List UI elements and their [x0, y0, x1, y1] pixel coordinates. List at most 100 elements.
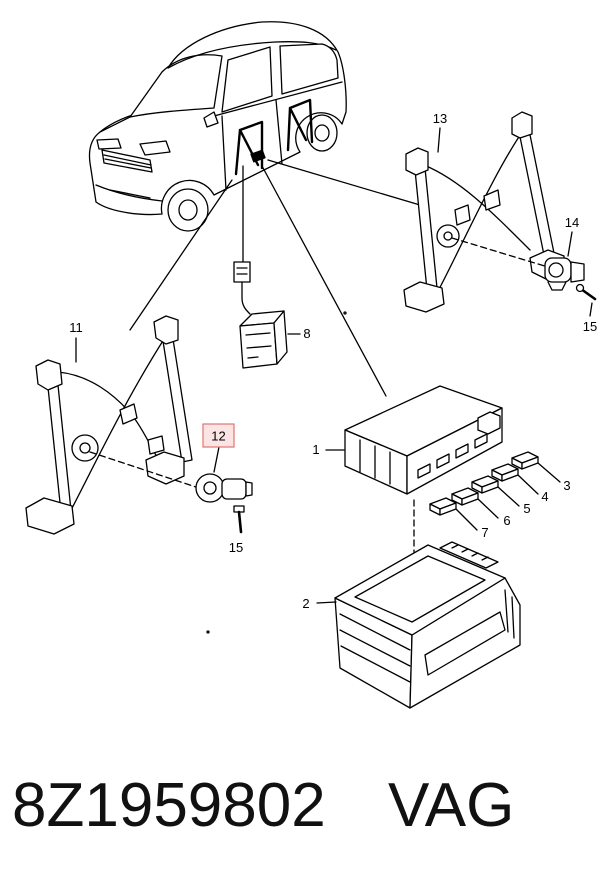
left-regulator-cable-b [69, 335, 167, 513]
callout-13: 13 [433, 111, 447, 126]
bolt-15-left-shaft [237, 510, 243, 534]
control-unit-socket-b [436, 453, 450, 469]
module-8-front-face [239, 322, 278, 369]
motor-14-plug [547, 281, 567, 291]
stray-dot-a [206, 630, 210, 634]
plug-4 [491, 463, 519, 482]
callout-8: 8 [303, 326, 310, 341]
module-8 [233, 261, 301, 369]
housing-2 [316, 541, 521, 709]
leader-car-to-control-unit [261, 165, 387, 397]
left-regulator-bracket-bottom-left [25, 497, 75, 535]
housing-inner-opening [354, 555, 486, 623]
plug-7 [429, 497, 457, 516]
callout-6: 6 [503, 513, 510, 528]
motor-12-cylinder [245, 481, 253, 497]
car-front-wheel-hub [178, 199, 198, 221]
callout-4: 4 [541, 489, 548, 504]
left-regulator-bracket-top-right [153, 315, 179, 345]
leader-7 [455, 508, 478, 531]
right-regulator-carriage-b [483, 189, 501, 211]
right-regulator-rail-right [516, 119, 556, 261]
stray-dot-b [343, 311, 347, 315]
callout-15-left: 15 [229, 540, 243, 555]
car-mirror [203, 111, 219, 128]
motor-14-cylinder [570, 261, 585, 283]
right-regulator-motor-axis [451, 237, 549, 268]
car-headlight-right [139, 140, 171, 156]
leader-4 [517, 474, 539, 495]
leader-3 [537, 462, 561, 483]
motor-14-gear [548, 262, 564, 278]
car-windshield [129, 54, 223, 118]
car-illustration [88, 21, 347, 232]
plug-3 [511, 451, 539, 470]
motor-12 [195, 473, 253, 503]
module-8-connector [233, 261, 251, 283]
control-unit-socket-c [455, 443, 469, 459]
car-front-door-seam [221, 115, 227, 191]
car-bumper-line [95, 184, 163, 202]
leader-6 [477, 498, 499, 519]
car-control-module-mark [250, 149, 266, 163]
callout-labels: 1 2 3 4 5 6 7 8 11 12 13 14 15 15 [69, 111, 597, 611]
housing-left-ribs [339, 613, 411, 683]
housing-side-ribs [504, 589, 515, 639]
callout-1: 1 [312, 442, 319, 457]
right-window-regulator [403, 111, 597, 317]
left-window-regulator [25, 315, 253, 535]
callout-3: 3 [563, 478, 570, 493]
motor-12-body [221, 478, 247, 500]
leader-12 [213, 446, 220, 473]
callout-2: 2 [302, 596, 309, 611]
right-regulator-cable-a [423, 164, 531, 251]
bolt-15-right-head [575, 283, 585, 293]
car-front-side-window [221, 46, 273, 113]
callout-7: 7 [481, 525, 488, 540]
control-unit-socket-d [474, 433, 488, 449]
leader-5 [497, 486, 520, 507]
right-regulator-bracket-top-right [511, 111, 533, 139]
leader-car-to-left-regulator [129, 179, 233, 331]
right-regulator-bracket-top-left [405, 147, 429, 176]
caption: 8Z1959802 VAG [12, 771, 514, 840]
module-8-connector-detail [236, 267, 248, 275]
leader-2 [316, 601, 337, 604]
car-grille [101, 149, 153, 173]
right-regulator-pulley-hub [443, 231, 453, 241]
right-regulator-carriage-a [454, 204, 471, 226]
bolt-15-left [233, 505, 245, 534]
callout-11: 11 [69, 320, 83, 335]
bolt-15-right [575, 283, 597, 301]
module-8-ridges [245, 332, 272, 359]
car-rear-door-regulator-mark [286, 98, 314, 152]
motor-14 [544, 257, 585, 291]
left-regulator-pulley-hub [79, 442, 91, 454]
control-unit-ribs [359, 439, 391, 485]
right-regulator-rail-left [413, 157, 439, 301]
part-number: 8Z1959802 [12, 771, 326, 840]
car-grille-slats [103, 154, 152, 169]
plug-6 [451, 487, 479, 506]
bolt-15-right-shaft [579, 287, 597, 301]
brand-name: VAG [388, 771, 514, 840]
plug-leader-lines [455, 462, 561, 531]
callout-14: 14 [565, 215, 579, 230]
leader-15-right [589, 302, 593, 317]
car-rear-wheel-hub [314, 124, 330, 142]
car-rear-door-seam [275, 99, 283, 165]
plug-5 [471, 475, 499, 494]
leader-13 [437, 127, 441, 153]
leader-car-to-right-regulator [267, 159, 421, 206]
motor-12-gear [203, 481, 217, 495]
control-unit-socket-a [417, 463, 431, 479]
module-8-wire [241, 281, 251, 315]
module-8-side-face [273, 310, 288, 365]
car-air-intake [109, 189, 151, 199]
line-art [25, 21, 597, 709]
housing-connector-slot [439, 541, 499, 569]
car-belt-line [213, 81, 343, 117]
left-regulator-carriage-a [119, 403, 138, 425]
left-regulator-motor-axis [89, 451, 197, 488]
